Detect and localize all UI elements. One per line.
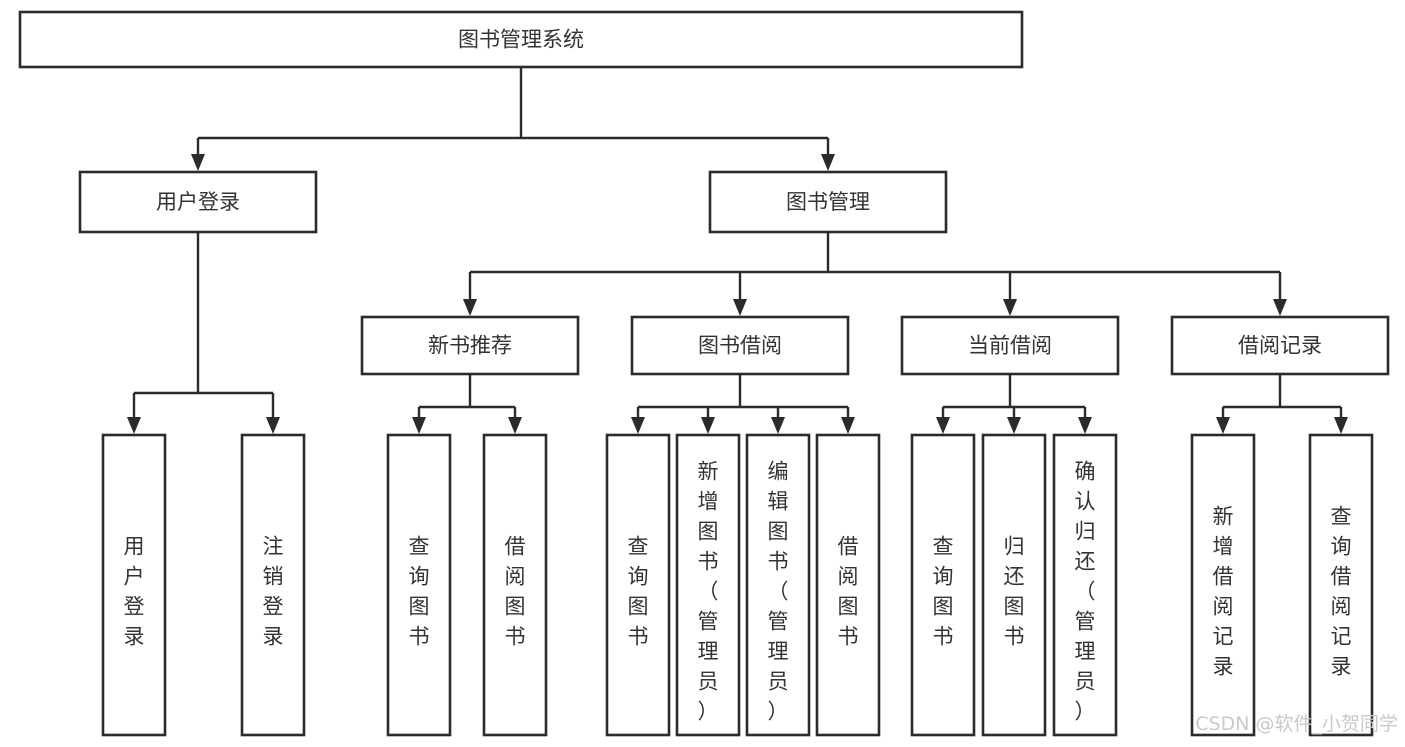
- node-label-current-borrow: 当前借阅: [968, 334, 1052, 358]
- node-l-bb-edit[interactable]: 编辑图书（管理员）: [745, 433, 811, 737]
- node-l-bb-borrow[interactable]: 借阅图书: [815, 433, 881, 737]
- node-box-book-borrow[interactable]: [630, 315, 850, 376]
- node-box-l-nbr-query[interactable]: [386, 433, 452, 737]
- arrow-head-icon: [733, 299, 747, 316]
- node-box-l-bb-edit[interactable]: [745, 433, 811, 737]
- connector-group-root: [191, 67, 835, 171]
- node-box-book-manage[interactable]: [708, 170, 948, 234]
- node-l-br-add[interactable]: 新增借阅记录: [1190, 433, 1256, 737]
- node-box-leaf-user-login[interactable]: [101, 433, 167, 737]
- node-label-leaf-user-login: 用户登录: [124, 535, 145, 649]
- node-l-cb-return[interactable]: 归还图书: [981, 433, 1047, 737]
- node-label-root: 图书管理系统: [458, 28, 584, 52]
- node-l-nbr-query[interactable]: 查询图书: [386, 433, 452, 737]
- node-label-l-bb-add: 新增图书（管理员）: [698, 460, 719, 724]
- arrow-head-icon: [821, 154, 835, 171]
- node-l-cb-confirm[interactable]: 确认归还（管理员）: [1052, 433, 1118, 737]
- node-book-borrow[interactable]: 图书借阅: [630, 315, 850, 376]
- node-box-l-bb-borrow[interactable]: [815, 433, 881, 737]
- node-label-user-login: 用户登录: [156, 190, 240, 214]
- arrow-head-icon: [508, 417, 522, 434]
- arrow-head-icon: [841, 417, 855, 434]
- connector-group-current-borrow: [936, 374, 1092, 434]
- node-user-login[interactable]: 用户登录: [78, 170, 318, 234]
- node-label-l-cb-confirm: 确认归还（管理员）: [1075, 460, 1096, 724]
- node-label-l-cb-query: 查询图书: [933, 535, 954, 649]
- watermark-label: CSDN @软件_小贺同学: [1195, 713, 1398, 735]
- node-label-book-borrow: 图书借阅: [698, 334, 782, 358]
- node-box-l-br-query[interactable]: [1308, 433, 1374, 737]
- arrow-head-icon: [463, 299, 477, 316]
- arrow-head-icon: [127, 417, 141, 434]
- node-box-root[interactable]: [18, 10, 1024, 69]
- node-label-l-nbr-borrow: 借阅图书: [505, 535, 526, 649]
- node-box-l-cb-query[interactable]: [910, 433, 976, 737]
- node-label-leaf-user-logout: 注销登录: [263, 535, 284, 649]
- connector-group-user-login: [127, 232, 280, 434]
- connector-group-book-manage: [463, 232, 1287, 316]
- node-l-bb-query[interactable]: 查询图书: [605, 433, 671, 737]
- arrow-head-icon: [1273, 299, 1287, 316]
- node-box-l-cb-return[interactable]: [981, 433, 1047, 737]
- arrow-head-icon: [936, 417, 950, 434]
- node-label-l-cb-return: 归还图书: [1004, 535, 1025, 649]
- node-box-l-bb-add[interactable]: [675, 433, 741, 737]
- node-box-leaf-user-logout[interactable]: [240, 433, 306, 737]
- node-box-new-book-rec[interactable]: [360, 315, 580, 376]
- node-label-l-br-query: 查询借阅记录: [1331, 505, 1352, 679]
- node-label-book-manage: 图书管理: [786, 190, 870, 214]
- connector-group-new-book-rec: [412, 374, 522, 434]
- node-box-borrow-record[interactable]: [1170, 315, 1390, 376]
- node-current-borrow[interactable]: 当前借阅: [900, 315, 1120, 376]
- node-label-l-br-add: 新增借阅记录: [1213, 505, 1234, 679]
- node-box-l-nbr-borrow[interactable]: [482, 433, 548, 737]
- node-label-l-bb-edit: 编辑图书（管理员）: [768, 460, 789, 724]
- arrow-head-icon: [631, 417, 645, 434]
- node-leaf-user-login[interactable]: 用户登录: [101, 433, 167, 737]
- node-root[interactable]: 图书管理系统: [18, 10, 1024, 69]
- node-borrow-record[interactable]: 借阅记录: [1170, 315, 1390, 376]
- connector-group-borrow-record: [1216, 374, 1348, 434]
- arrow-head-icon: [1007, 417, 1021, 434]
- node-label-l-nbr-query: 查询图书: [409, 535, 430, 649]
- arrow-head-icon: [1003, 299, 1017, 316]
- node-box-l-bb-query[interactable]: [605, 433, 671, 737]
- arrow-head-icon: [266, 417, 280, 434]
- node-l-br-query[interactable]: 查询借阅记录: [1308, 433, 1374, 737]
- node-new-book-rec[interactable]: 新书推荐: [360, 315, 580, 376]
- node-leaf-user-logout[interactable]: 注销登录: [240, 433, 306, 737]
- node-label-new-book-rec: 新书推荐: [428, 334, 512, 358]
- node-l-nbr-borrow[interactable]: 借阅图书: [482, 433, 548, 737]
- node-box-l-br-add[interactable]: [1190, 433, 1256, 737]
- node-box-current-borrow[interactable]: [900, 315, 1120, 376]
- connector-group-book-borrow: [631, 374, 855, 434]
- node-book-manage[interactable]: 图书管理: [708, 170, 948, 234]
- node-label-l-bb-borrow: 借阅图书: [838, 535, 859, 649]
- arrow-head-icon: [1078, 417, 1092, 434]
- arrow-head-icon: [1216, 417, 1230, 434]
- node-l-bb-add[interactable]: 新增图书（管理员）: [675, 433, 741, 737]
- arrow-head-icon: [412, 417, 426, 434]
- node-box-user-login[interactable]: [78, 170, 318, 234]
- node-label-borrow-record: 借阅记录: [1238, 334, 1322, 358]
- connector-layer: [127, 67, 1348, 434]
- arrow-head-icon: [1334, 417, 1348, 434]
- node-l-cb-query[interactable]: 查询图书: [910, 433, 976, 737]
- node-label-l-bb-query: 查询图书: [628, 535, 649, 649]
- node-box-l-cb-confirm[interactable]: [1052, 433, 1118, 737]
- arrow-head-icon: [771, 417, 785, 434]
- arrow-head-icon: [701, 417, 715, 434]
- node-layer: 图书管理系统用户登录图书管理新书推荐图书借阅当前借阅借阅记录用户登录注销登录查询…: [18, 10, 1390, 737]
- arrow-head-icon: [191, 154, 205, 171]
